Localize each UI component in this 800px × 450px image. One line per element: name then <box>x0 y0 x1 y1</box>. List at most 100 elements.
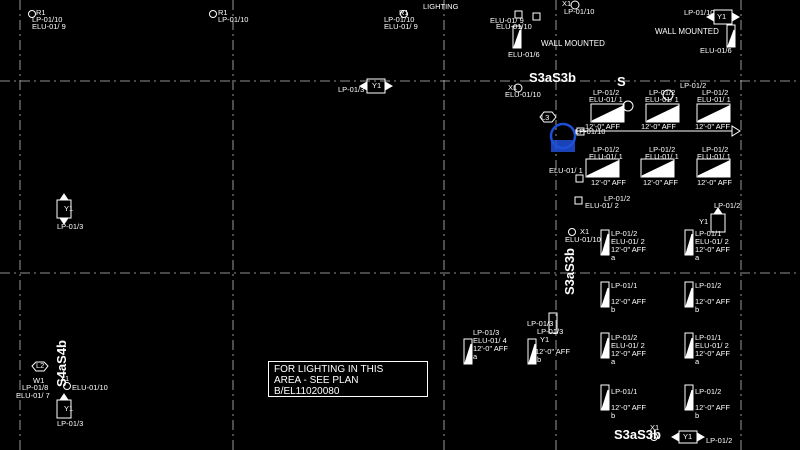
label-elu-01-2-c1: ELU-01/ 2 <box>611 237 645 246</box>
label-aff-d4: 12'-0" AFF <box>695 403 730 412</box>
label-elu-01-1-r2a: ELU-01/ 1 <box>589 152 623 161</box>
label-x1-c: X1 <box>580 227 590 236</box>
label-s3a-s3b-bottom: S3aS3b <box>614 427 661 442</box>
label-elu-01-2-d3: ELU-01/ 2 <box>695 341 729 350</box>
label-x1-b: X1 <box>508 83 518 92</box>
label-aff-r2c: 12'-0" AFF <box>697 178 732 187</box>
label-y1-bd: Y1 <box>540 335 550 344</box>
label-a-c3: a <box>611 357 616 366</box>
label-aff-d2: 12'-0" AFF <box>695 297 730 306</box>
label-elu-01-2-mid: ELU-01/ 2 <box>585 201 619 210</box>
label-lp-01-3-d: LP-01/3 <box>57 419 84 428</box>
label-r1-c: R1 <box>399 8 409 17</box>
label-y1-right: Y1 <box>699 217 709 226</box>
label-elu-01-7: ELU-01/ 7 <box>16 391 50 400</box>
label-a-bc: a <box>473 352 478 361</box>
label-lp-01-10-l3: LP-01/10 <box>575 127 606 136</box>
label-lp-01-2-r1b: LP-01/2 <box>649 88 676 97</box>
label-elu-01-9-b: ELU-01/ 9 <box>384 22 418 31</box>
label-elu-01-1-r2l: ELU-01/ 1 <box>549 166 583 175</box>
label-lighting: LIGHTING <box>423 2 459 11</box>
label-x1-d: X1 <box>60 374 70 383</box>
label-aff-r2b: 12'-0" AFF <box>643 178 678 187</box>
label-l2: L2 <box>36 361 45 370</box>
label-lp-01-10-top: LP-01/10 <box>564 7 595 16</box>
label-elu-01-10-c: ELU-01/10 <box>565 235 601 244</box>
label-lp-01-1-c2: LP-01/1 <box>611 281 638 290</box>
label-lp-01-3-bd2: LP-01/3 <box>537 327 564 336</box>
selected-fixture-highlight <box>549 122 577 152</box>
label-b-bd: b <box>537 355 542 364</box>
label-lp-01-2-r2a: LP-01/2 <box>593 145 620 154</box>
label-b-c4: b <box>611 411 616 420</box>
see-plan-note: FOR LIGHTING IN THIS AREA - SEE PLAN B/E… <box>268 361 428 397</box>
label-lp-01-3-bd: LP-01/3 <box>527 319 554 328</box>
label-lp-01-2-r2c: LP-01/2 <box>702 145 729 154</box>
label-lp-01-3-a: LP-01/3 <box>338 85 365 94</box>
label-b-c2: b <box>611 305 616 314</box>
label-s3a-s3b-top: S3aS3b <box>529 70 576 85</box>
label-a-d3: a <box>695 357 700 366</box>
label-aff-d1: 12'-0" AFF <box>695 245 730 254</box>
label-lp-01-2-r1a: LP-01/2 <box>593 88 620 97</box>
label-elu-01-1-r2c: ELU-01/ 1 <box>697 152 731 161</box>
label-lp-01-1-c4: LP-01/1 <box>611 387 638 396</box>
label-aff-bd: 12'-0" AFF <box>535 347 570 356</box>
label-lp-01-10-a: LP-01/10 <box>32 15 63 24</box>
label-lp-01-1-d3: LP-01/1 <box>695 333 722 342</box>
label-lp-01-10-tr: LP-01/10 <box>684 8 715 17</box>
label-wall-mounted-2: WALL MOUNTED <box>655 27 719 36</box>
label-elu-01-1-r2b: ELU-01/ 1 <box>645 152 679 161</box>
label-elu-01-10-d: ELU-01/10 <box>72 383 108 392</box>
label-lp-01-2-right: LP-01/2 <box>714 201 741 210</box>
label-aff-r1a: 12'-0" AFF <box>585 122 620 131</box>
label-b-d2: b <box>695 305 700 314</box>
wire-line <box>575 125 741 137</box>
label-lp-01-3-bc: LP-01/3 <box>473 328 500 337</box>
label-lp-01-2-d4: LP-01/2 <box>695 387 722 396</box>
label-aff-c2: 12'-0" AFF <box>611 297 646 306</box>
label-aff-r1c: 12'-0" AFF <box>695 122 730 131</box>
label-l3: L3 <box>541 113 550 122</box>
label-elu-01-10-b: ELU-01/10 <box>505 90 541 99</box>
label-aff-r1b: 12'-0" AFF <box>641 122 676 131</box>
label-a-c1: a <box>611 253 616 262</box>
label-aff-c1: 12'-0" AFF <box>611 245 646 254</box>
note-line-2: AREA - SEE PLAN <box>274 375 359 386</box>
label-lp-01-2-mid: LP-01/2 <box>604 194 631 203</box>
label-lp-01-1-d1: LP-01/1 <box>695 229 722 238</box>
label-y1-bottom: Y1 <box>683 432 693 441</box>
label-y1-tr: Y1 <box>717 12 727 21</box>
label-elu-01-4-bc: ELU-01/ 4 <box>473 336 507 345</box>
label-a-d1: a <box>695 253 700 262</box>
label-elu-01-2-d1: ELU-01/ 2 <box>695 237 729 246</box>
label-aff-c3: 12'-0" AFF <box>611 349 646 358</box>
label-elu-01-9-a: ELU-01/ 9 <box>32 22 66 31</box>
label-aff-c4: 12'-0" AFF <box>611 403 646 412</box>
label-r1-b: R1 <box>218 8 228 17</box>
label-elu-01-9-c: ELU-01/ 9 <box>490 16 524 25</box>
label-s3a-s3b-vertical: S3aS3b <box>562 248 577 295</box>
label-lp-01-2-r1t: LP-01/2 <box>680 81 707 90</box>
label-lp-01-10-b: LP-01/10 <box>218 15 249 24</box>
label-lp-01-2-bottom: LP-01/2 <box>706 436 733 445</box>
label-y1-d: Y1 <box>64 404 74 413</box>
label-lp-01-10-c: LP-01/10 <box>384 15 415 24</box>
label-elu-01-1-r1b: ELU-01/ 1 <box>645 95 679 104</box>
label-y1-a: Y1 <box>372 81 382 90</box>
label-lp-01-3-left: LP-01/3 <box>57 222 84 231</box>
label-elu-01-2-c3: ELU-01/ 2 <box>611 341 645 350</box>
label-r1-a: R1 <box>36 8 46 17</box>
label-lp-01-8: LP-01/8 <box>22 383 49 392</box>
label-x1-top: X1 <box>562 0 572 8</box>
note-line-1: FOR LIGHTING IN THIS <box>274 364 384 375</box>
label-lp-01-2-r1c: LP-01/2 <box>702 88 729 97</box>
label-w1: W1 <box>33 376 45 385</box>
label-b-d4: b <box>695 411 700 420</box>
note-line-3: B/EL11020080 <box>274 386 340 397</box>
label-aff-bc: 12'-0" AFF <box>473 344 508 353</box>
label-elu-01-1-r1c: ELU-01/ 1 <box>697 95 731 104</box>
label-lp-01-2-c1: LP-01/2 <box>611 229 638 238</box>
